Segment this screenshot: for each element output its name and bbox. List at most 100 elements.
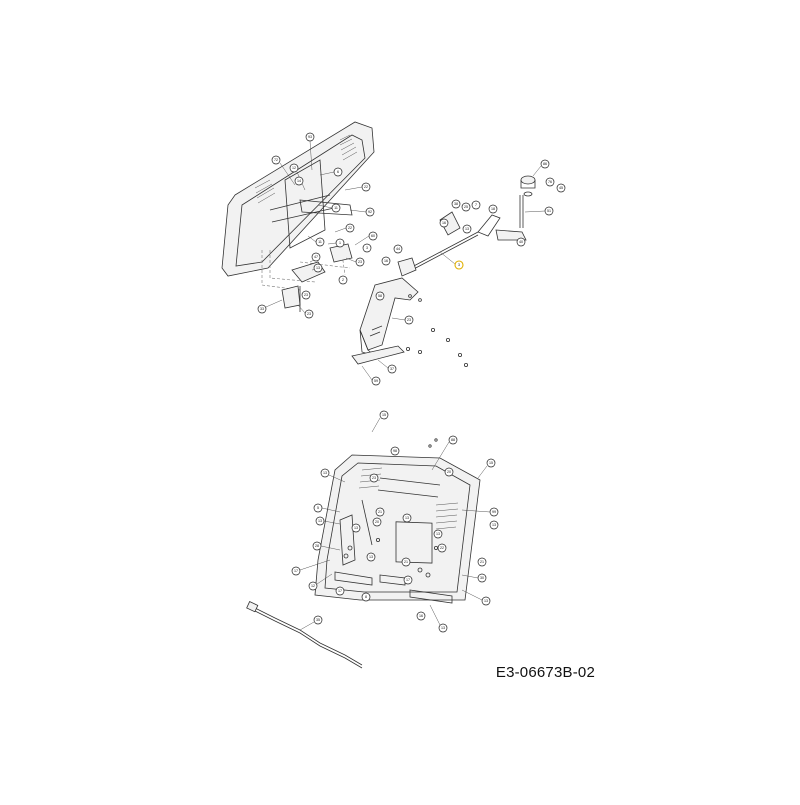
callout-upper-13: 3 [362, 243, 372, 253]
callout-low-30: 13 [489, 520, 499, 530]
callout-low-5: 98 [390, 446, 400, 456]
callout-low-10: 21 [375, 507, 385, 517]
svg-text:13: 13 [316, 266, 320, 270]
callout-lever-7: 40 [516, 237, 526, 247]
callout-mid-1: 58 [375, 291, 385, 301]
svg-text:13: 13 [405, 516, 409, 520]
callout-lever-3: 7 [471, 200, 481, 210]
rear-plate [221, 121, 375, 277]
svg-text:93: 93 [308, 135, 312, 139]
panel-side-strut [339, 514, 356, 566]
callout-low-14: 28 [312, 541, 322, 551]
callout-upper-2: 72 [271, 155, 281, 165]
callout-low-23: 13 [438, 623, 448, 633]
callout-low-16: 12 [308, 581, 318, 591]
svg-text:47: 47 [314, 255, 318, 259]
middle-bracket-assembly [351, 277, 468, 367]
callout-lever-6: 13 [462, 224, 472, 234]
svg-text:45: 45 [559, 186, 563, 190]
bracket-foot [351, 345, 405, 365]
callout-upper-5: 6 [333, 167, 343, 177]
linkage-assembly [397, 175, 536, 277]
callout-low-28: 13 [481, 596, 491, 606]
callout-low-18: 8 [361, 592, 371, 602]
callout-upper-1: 93 [305, 132, 315, 142]
callout-low-7: 23 [369, 473, 379, 483]
callout-low-15: 17 [291, 566, 301, 576]
svg-text:21: 21 [480, 560, 484, 564]
inner-bracket-right [299, 199, 353, 216]
svg-text:72: 72 [274, 158, 278, 162]
svg-text:3: 3 [458, 263, 460, 267]
callout-low-21: 17 [403, 575, 413, 585]
callout-low-13: 13 [402, 513, 412, 523]
callout-low-24: 13 [433, 529, 443, 539]
svg-text:13: 13 [492, 523, 496, 527]
callout-upper-9: 22 [345, 223, 355, 233]
callout-shaft: 51 [544, 206, 554, 216]
upper-left-callouts: 93 72 12 14 6 11 22 92 22 1 11 60 3 47 1… [257, 132, 378, 319]
linkage-rod [409, 231, 479, 269]
svg-text:22: 22 [364, 185, 368, 189]
callout-upper-14: 47 [311, 252, 321, 262]
svg-text:51: 51 [547, 209, 551, 213]
svg-text:13: 13 [441, 626, 445, 630]
svg-text:92: 92 [368, 210, 372, 214]
svg-text:37: 37 [390, 367, 394, 371]
main-panel [314, 454, 481, 601]
callout-highlighted[interactable]: 3 [454, 260, 464, 270]
control-knob [520, 175, 536, 185]
svg-text:5: 5 [317, 506, 319, 510]
callout-low-22: 16 [416, 611, 426, 621]
svg-text:44: 44 [396, 247, 400, 251]
drawing-reference-code: E3-06673B-02 [495, 664, 595, 681]
svg-text:28: 28 [315, 544, 319, 548]
svg-text:25: 25 [464, 205, 468, 209]
callout-upper-18: 33 [257, 304, 267, 314]
callout-low-17: 17 [335, 586, 345, 596]
knob-washer [523, 191, 533, 197]
callout-rod-2: 16 [381, 256, 391, 266]
cross-member [269, 194, 335, 223]
callout-low-2: 88 [448, 435, 458, 445]
callout-knob: 86 [540, 159, 550, 169]
callout-upper-11: 11 [315, 237, 325, 247]
svg-text:14: 14 [297, 179, 301, 183]
callout-lever-4: 18 [488, 204, 498, 214]
callout-low-27: 21 [477, 557, 487, 567]
svg-text:13: 13 [323, 471, 327, 475]
svg-text:1: 1 [339, 241, 341, 245]
callout-upper-16: 23 [355, 257, 365, 267]
svg-text:11: 11 [318, 240, 322, 244]
callout-mid-4: 59 [371, 376, 381, 386]
callout-upper-19: 23 [304, 309, 314, 319]
callout-low-8: 5 [313, 503, 323, 513]
svg-text:60: 60 [371, 234, 375, 238]
svg-text:13: 13 [484, 599, 488, 603]
svg-text:17: 17 [406, 578, 410, 582]
lever-link-bracket [495, 229, 527, 241]
panel-rib [361, 499, 373, 546]
svg-text:20: 20 [447, 470, 451, 474]
svg-text:3: 3 [366, 246, 368, 250]
svg-text:98: 98 [393, 449, 397, 453]
rear-plate-inner-edge [235, 134, 366, 267]
svg-text:17: 17 [294, 569, 298, 573]
lower-rail-right [409, 589, 453, 604]
svg-text:7: 7 [475, 203, 477, 207]
svg-text:22: 22 [348, 226, 352, 230]
cable-connector [246, 601, 259, 613]
svg-text:12: 12 [292, 166, 296, 170]
svg-text:16: 16 [442, 221, 446, 225]
svg-text:86: 86 [543, 162, 547, 166]
middle-callouts: 58 23 37 59 [361, 291, 414, 386]
vent-hatching-top [254, 134, 358, 204]
svg-text:17: 17 [338, 589, 342, 593]
svg-text:18: 18 [491, 207, 495, 211]
svg-text:16: 16 [419, 614, 423, 618]
svg-text:13: 13 [465, 227, 469, 231]
callout-low-11: 20 [372, 517, 382, 527]
svg-text:20: 20 [375, 520, 379, 524]
